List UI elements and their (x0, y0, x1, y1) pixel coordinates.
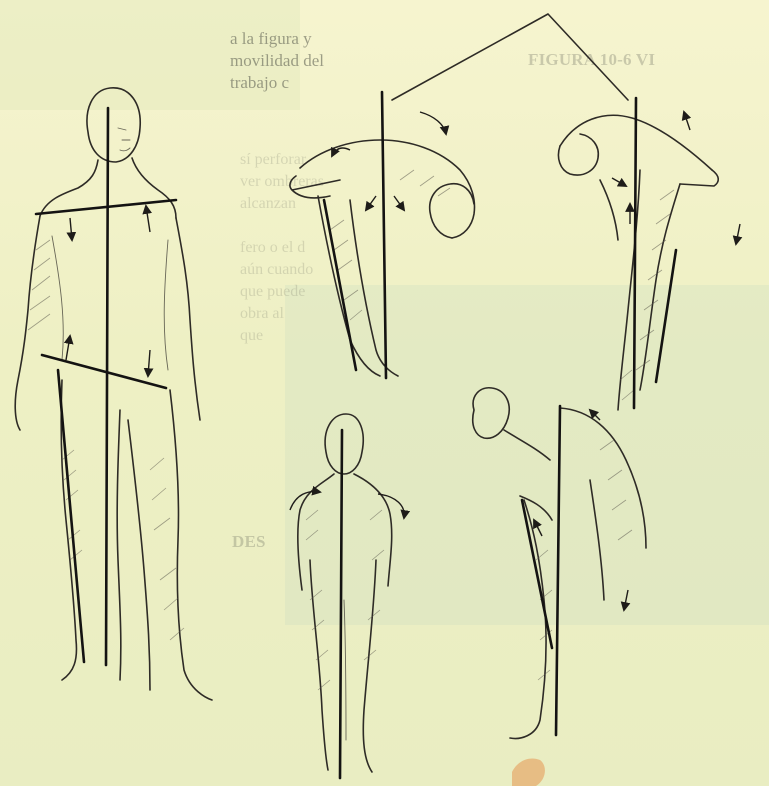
figure-forward-bend (290, 92, 475, 378)
figure-backward-arch (558, 98, 740, 410)
figure-standing-front (15, 88, 212, 700)
page-stain (512, 759, 545, 786)
figure-forward-flexion (473, 388, 646, 739)
figure-standing-back (290, 414, 404, 778)
leader-lines (392, 14, 628, 100)
